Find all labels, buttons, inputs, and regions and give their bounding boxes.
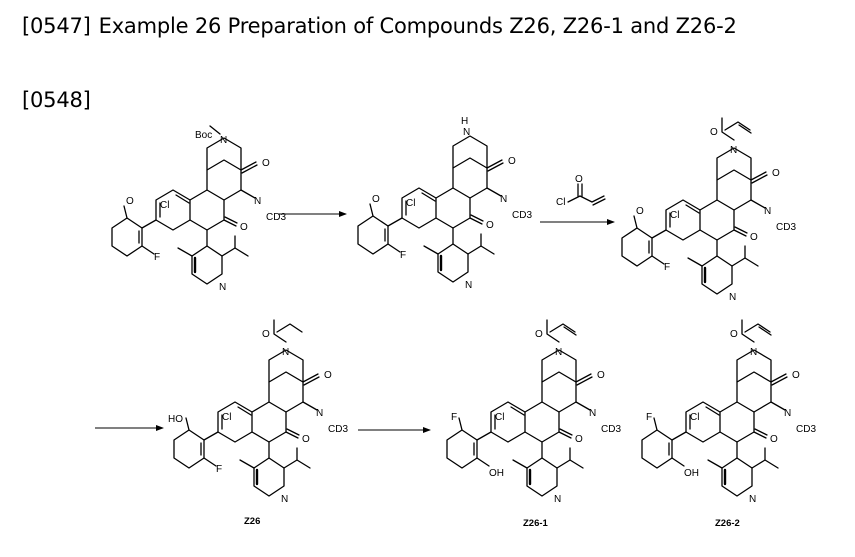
svg-text:CD3: CD3 (601, 424, 621, 435)
paragraph-number: [0547] (22, 14, 91, 38)
svg-text:O: O (575, 434, 583, 445)
svg-text:O: O (772, 168, 780, 179)
svg-text:O: O (486, 220, 494, 231)
svg-text:O: O (372, 194, 380, 205)
compound-label-z26: Z26 (244, 516, 260, 527)
svg-text:F: F (154, 252, 160, 263)
svg-text:N: N (220, 135, 227, 146)
svg-text:N: N (500, 194, 507, 205)
svg-text:N: N (463, 127, 470, 138)
svg-text:N: N (465, 280, 472, 291)
svg-text:F: F (400, 250, 406, 261)
acrylamide-methoxy-compound: N O O N CD3 Cl O F O N (620, 117, 796, 303)
svg-text:OH: OH (489, 468, 504, 479)
svg-text:N: N (784, 408, 791, 419)
svg-text:O: O (792, 370, 800, 381)
svg-text:O: O (262, 158, 270, 169)
svg-text:CD3: CD3 (328, 424, 348, 435)
svg-text:OH: OH (684, 468, 699, 479)
svg-text:N: N (749, 494, 756, 505)
svg-text:Cl: Cl (406, 198, 415, 209)
svg-text:O: O (636, 206, 644, 217)
svg-text:N: N (750, 347, 757, 358)
svg-text:N: N (281, 494, 288, 505)
paragraph-0548: [0548] (22, 88, 99, 112)
svg-text:Cl: Cl (160, 200, 169, 211)
svg-text:N: N (589, 408, 596, 419)
svg-text:Cl: Cl (690, 412, 699, 423)
compound-z26-2: N O O N CD3 Cl F OH O N (640, 319, 816, 505)
boc-starting-compound: Boc N O N CD3 Cl O F O N (110, 125, 286, 293)
svg-text:O: O (508, 156, 516, 167)
boc-label: Boc (195, 130, 212, 141)
svg-text:Cl: Cl (556, 197, 565, 208)
paragraph-number: [0548] (22, 88, 91, 112)
svg-text:N: N (729, 292, 736, 303)
svg-text:Cl: Cl (495, 412, 504, 423)
svg-text:N: N (764, 206, 771, 217)
svg-text:O: O (730, 329, 738, 340)
acryloyl-chloride-reagent: Cl O (556, 174, 606, 208)
svg-text:HO: HO (168, 414, 183, 425)
svg-text:F: F (216, 464, 222, 475)
compound-label-z26-1: Z26-1 (523, 518, 549, 529)
svg-text:O: O (126, 196, 134, 207)
svg-text:O: O (324, 370, 332, 381)
svg-text:O: O (750, 232, 758, 243)
svg-text:CD3: CD3 (796, 424, 816, 435)
svg-text:O: O (535, 329, 543, 340)
svg-text:O: O (770, 434, 778, 445)
svg-text:H: H (461, 116, 468, 127)
compound-z26: N O O N CD3 Cl HO F O N (168, 319, 348, 505)
deprotected-compound: H N O N CD3 Cl O F O N (356, 116, 532, 291)
svg-text:CD3: CD3 (512, 210, 532, 221)
paragraph-heading: Example 26 Preparation of Compounds Z26,… (98, 14, 737, 38)
svg-text:N: N (555, 347, 562, 358)
svg-text:Cl: Cl (670, 210, 679, 221)
svg-text:F: F (664, 262, 670, 273)
svg-text:N: N (730, 145, 737, 156)
svg-text:CD3: CD3 (776, 222, 796, 233)
paragraph-0547: [0547] Example 26 Preparation of Compound… (22, 14, 737, 38)
svg-text:N: N (254, 196, 261, 207)
svg-text:O: O (710, 127, 718, 138)
svg-text:N: N (219, 282, 226, 293)
svg-text:N: N (316, 408, 323, 419)
svg-text:F: F (451, 412, 457, 423)
svg-text:N: N (282, 347, 289, 358)
svg-text:Cl: Cl (222, 412, 231, 423)
compound-z26-1: N O O N CD3 Cl F OH O N (445, 319, 621, 505)
svg-text:O: O (262, 329, 270, 340)
svg-text:N: N (554, 494, 561, 505)
svg-text:F: F (646, 412, 652, 423)
svg-text:CD3: CD3 (266, 212, 286, 223)
svg-text:O: O (597, 370, 605, 381)
svg-text:O: O (302, 434, 310, 445)
svg-text:O: O (240, 222, 248, 233)
svg-text:O: O (575, 174, 583, 185)
compound-label-z26-2: Z26-2 (715, 518, 740, 529)
